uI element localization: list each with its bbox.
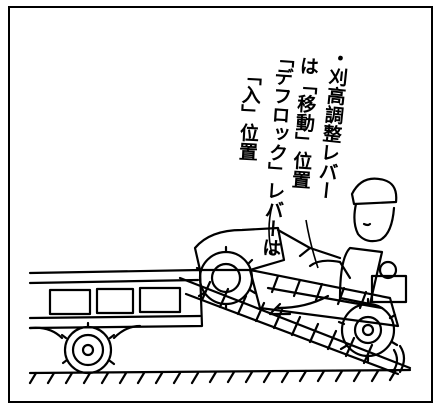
loading-ramp	[178, 276, 412, 376]
front-wheel	[195, 245, 257, 311]
annotation-pointers	[268, 205, 319, 269]
illustration-frame: ・刈高調整レバー は「移動」位置 「デフロック」レバーは 「入」位置	[8, 6, 433, 403]
truck-bed	[28, 268, 204, 330]
tractor-loading-illustration	[28, 177, 412, 385]
truck-wheel	[28, 321, 142, 375]
driver	[268, 177, 398, 316]
